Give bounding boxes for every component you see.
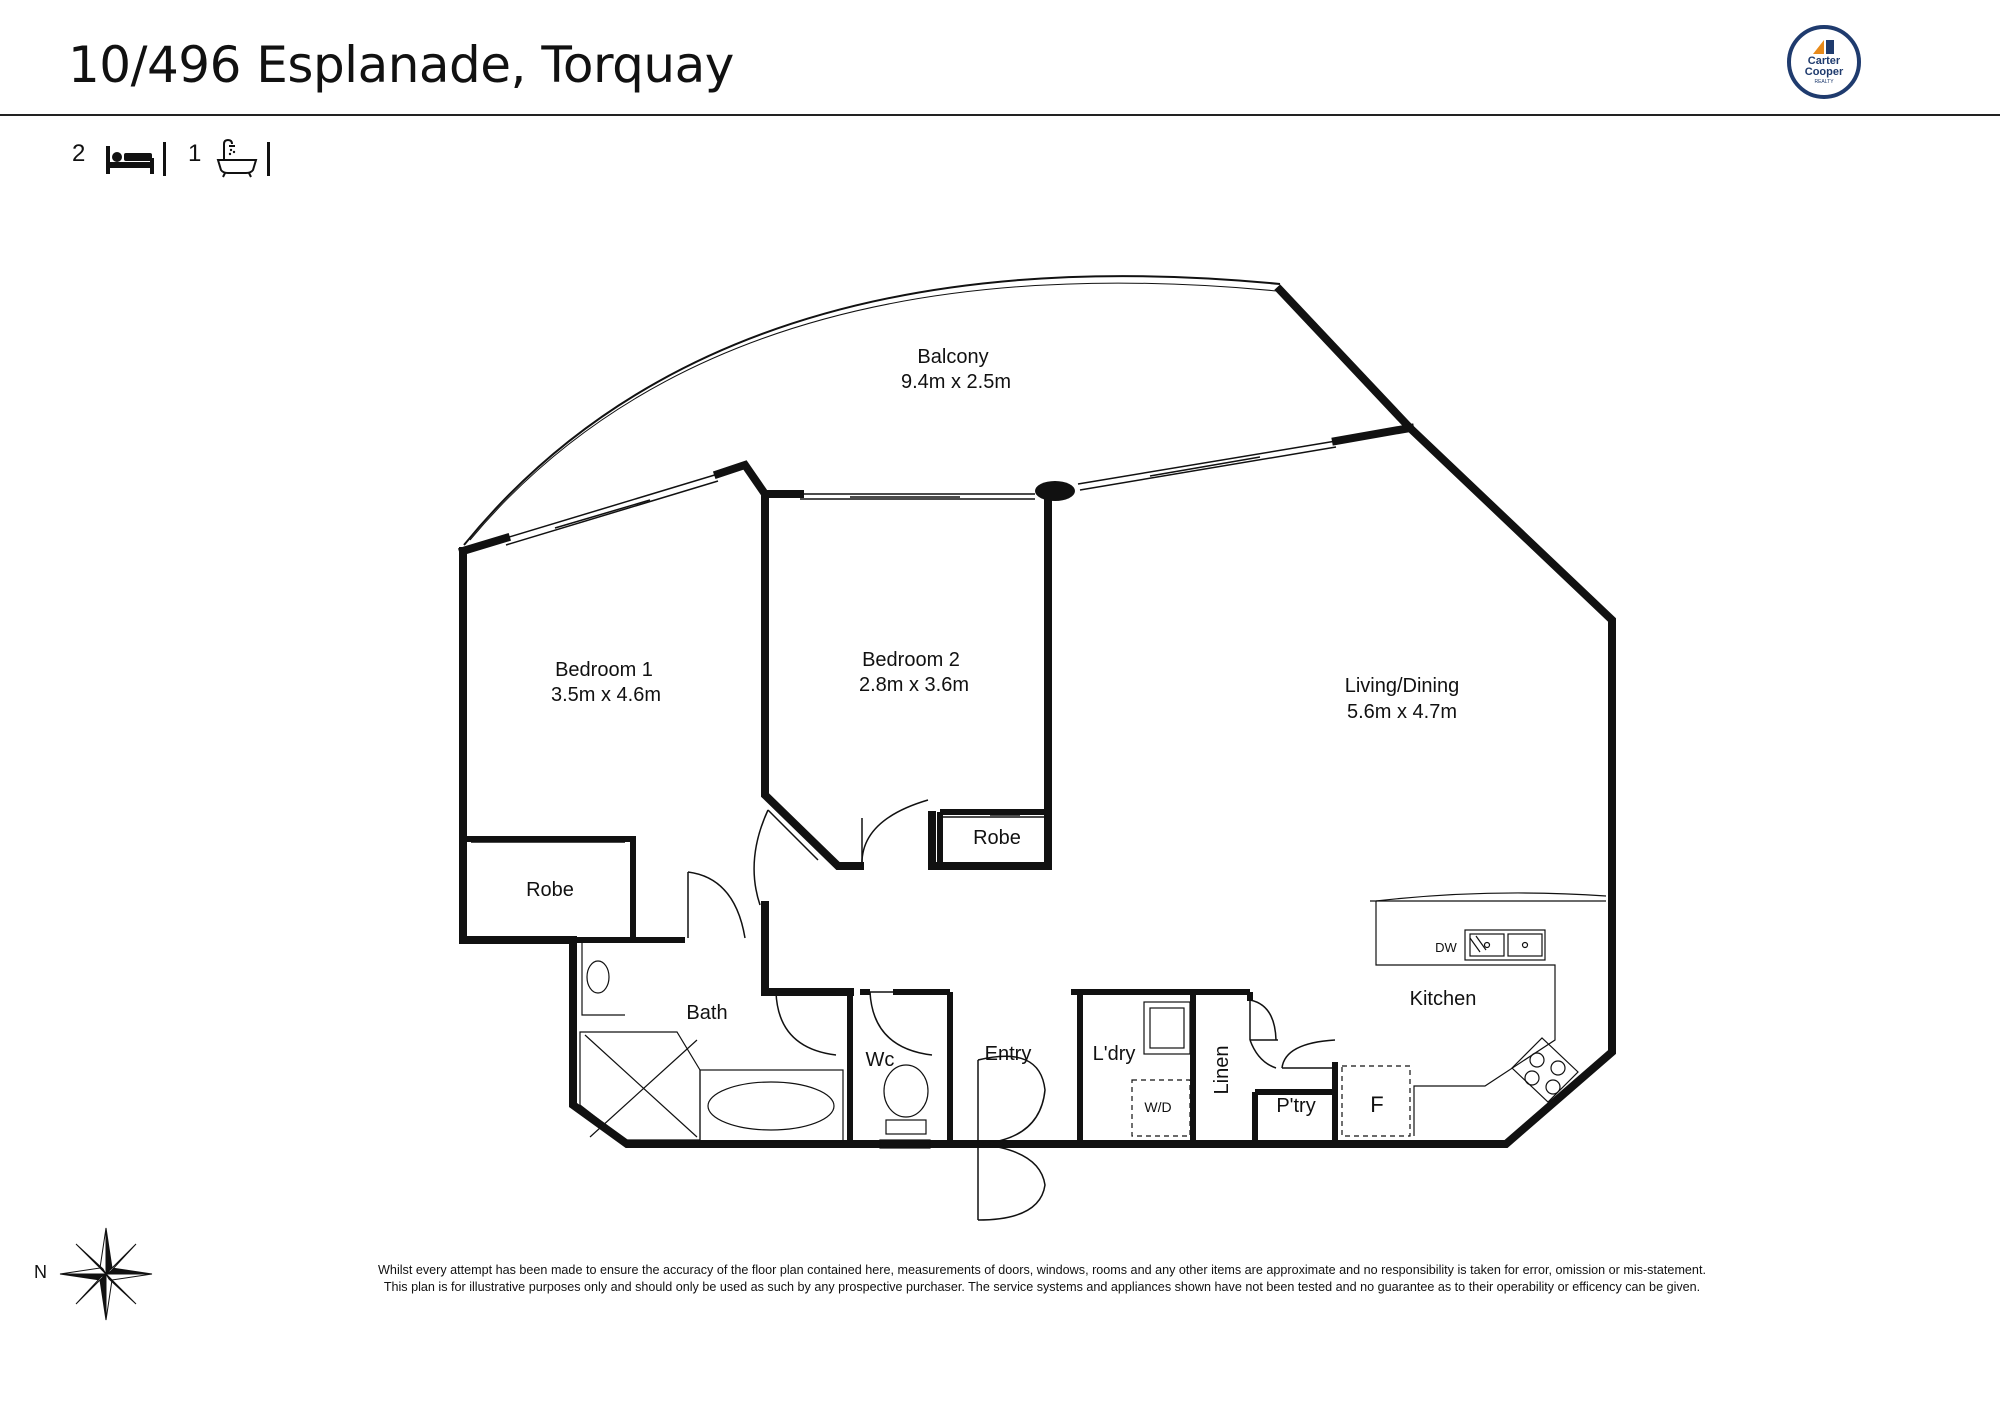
laundry-label: L'dry bbox=[1093, 1043, 1136, 1065]
robe2-label: Robe bbox=[973, 827, 1021, 849]
logo-text-carter: Carter bbox=[1808, 55, 1841, 67]
north-label: N bbox=[34, 1262, 47, 1282]
page-title: 10/496 Esplanade, Torquay bbox=[68, 36, 734, 94]
exterior-walls bbox=[458, 284, 1616, 1148]
living-size: 5.6m x 4.7m bbox=[1347, 701, 1457, 723]
doors bbox=[687, 799, 1336, 1221]
balcony-size: 9.4m x 2.5m bbox=[901, 371, 1011, 393]
logo-text-realty: REALTY bbox=[1814, 79, 1834, 85]
balcony-column bbox=[1035, 481, 1075, 501]
dishwasher-label: DW bbox=[1435, 940, 1457, 955]
logo-text-cooper: Cooper bbox=[1805, 66, 1844, 78]
kitchen-label: Kitchen bbox=[1410, 988, 1477, 1010]
disclaimer-line-2: This plan is for illustrative purposes o… bbox=[383, 1280, 1701, 1294]
feature-separator bbox=[163, 142, 166, 176]
bedroom1-label: Bedroom 1 bbox=[555, 659, 653, 681]
bedroom2-size: 2.8m x 3.6m bbox=[859, 674, 969, 696]
header-divider bbox=[0, 114, 2000, 116]
bath-icon bbox=[216, 138, 258, 178]
bath-label: Bath bbox=[686, 1002, 727, 1024]
windows bbox=[471, 440, 1337, 843]
washer-dryer-label: W/D bbox=[1144, 1099, 1171, 1115]
fridge-label: F bbox=[1370, 1092, 1383, 1117]
wc-label: Wc bbox=[866, 1049, 895, 1071]
living-label: Living/Dining bbox=[1345, 675, 1460, 697]
bedroom1-size: 3.5m x 4.6m bbox=[551, 684, 661, 706]
entry-label: Entry bbox=[985, 1043, 1032, 1065]
robe1-label: Robe bbox=[526, 879, 574, 901]
fixtures bbox=[579, 892, 1607, 1149]
carter-cooper-logo: Carter Cooper REALTY bbox=[1787, 25, 1861, 99]
compass-rose-icon bbox=[59, 1227, 153, 1321]
disclaimer: Whilst every attempt has been made to en… bbox=[282, 1262, 1802, 1296]
linen-label: Linen bbox=[1211, 1046, 1233, 1095]
balcony-label: Balcony bbox=[917, 346, 988, 368]
balcony-edge bbox=[463, 275, 1281, 546]
pantry-label: P'try bbox=[1276, 1095, 1315, 1117]
feature-separator bbox=[267, 142, 270, 176]
bathroom-count: 1 bbox=[188, 140, 202, 167]
bedroom2-label: Bedroom 2 bbox=[862, 649, 960, 671]
interior-walls bbox=[463, 809, 1338, 1144]
bedroom-count: 2 bbox=[72, 140, 86, 167]
bed-icon bbox=[106, 146, 154, 174]
balcony-edge-inner bbox=[469, 282, 1278, 541]
disclaimer-line-1: Whilst every attempt has been made to en… bbox=[378, 1263, 1706, 1277]
